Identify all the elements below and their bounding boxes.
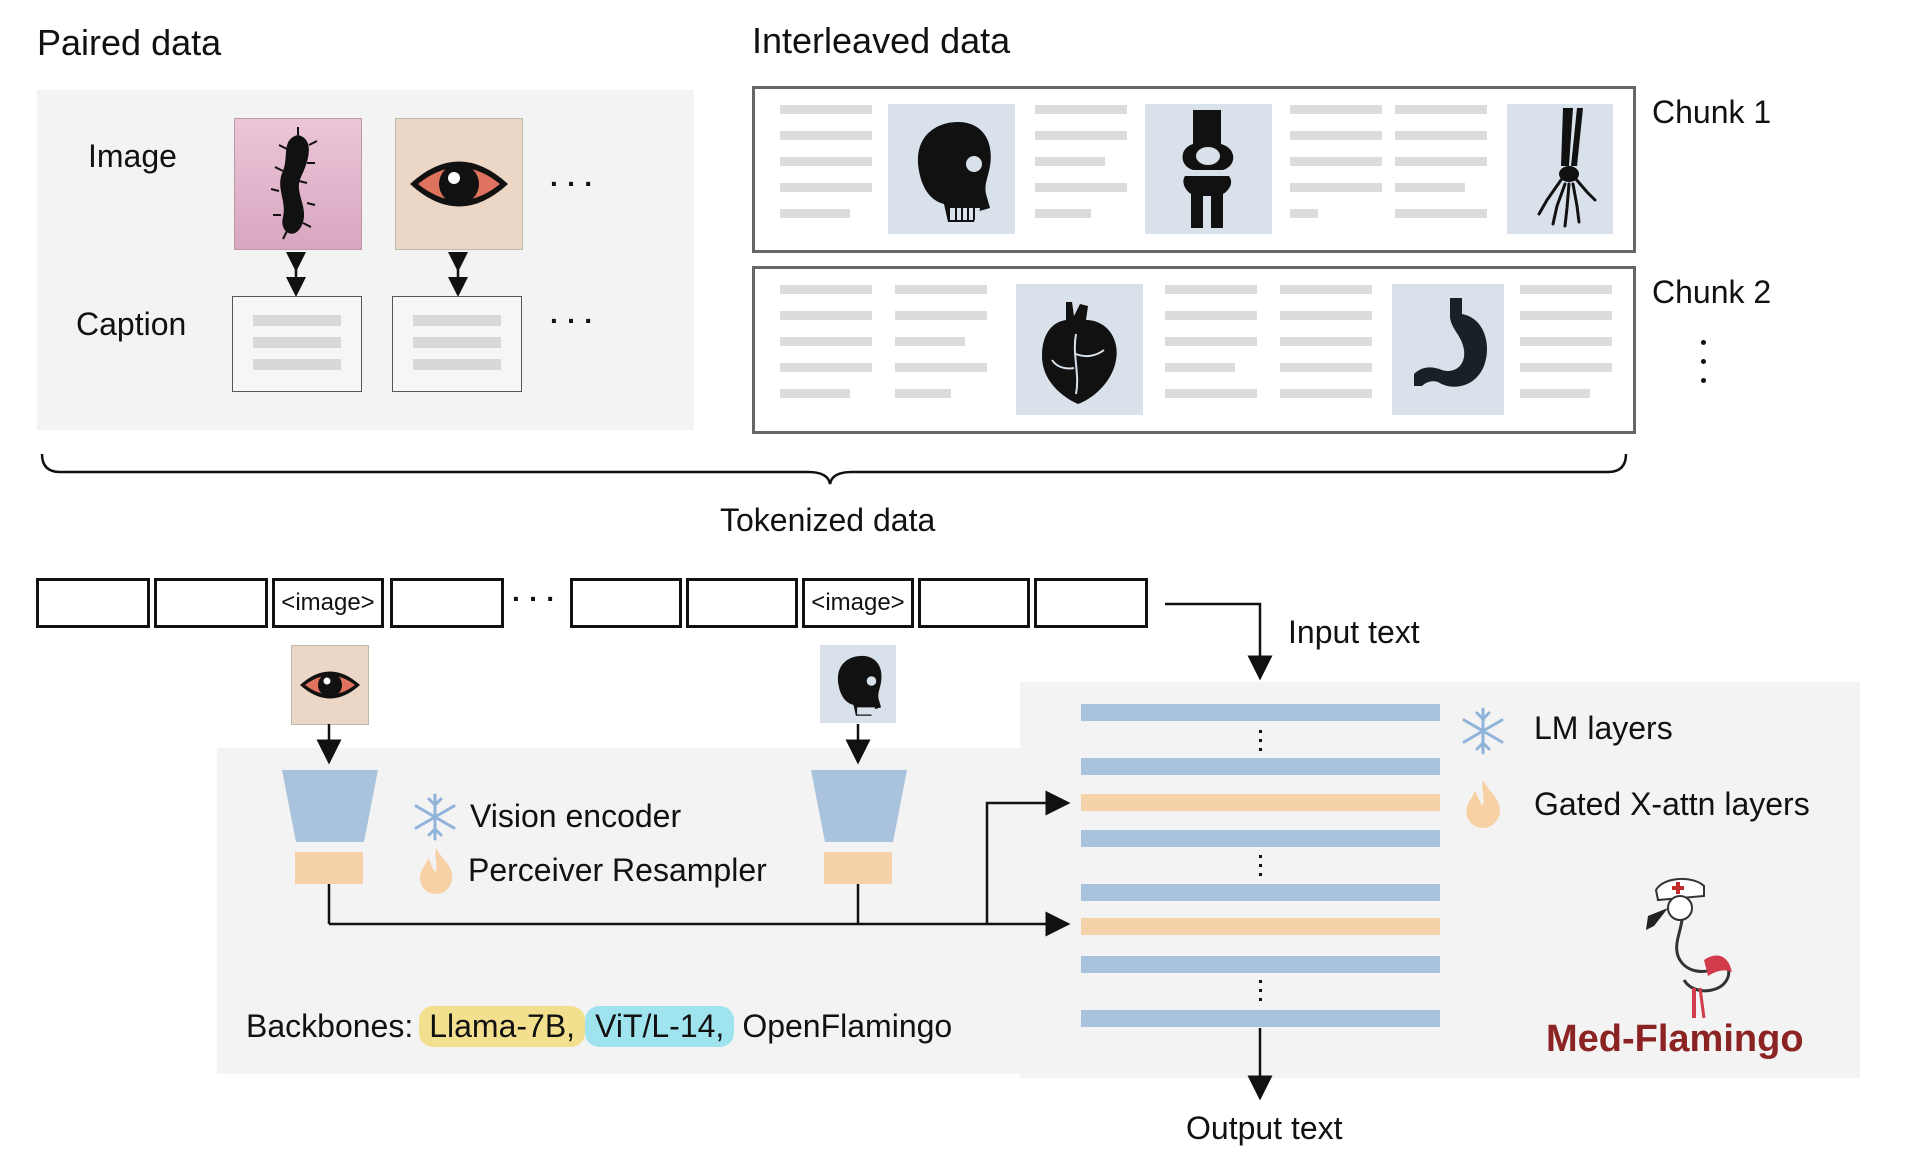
heart-thumb [1016,284,1143,415]
token-6 [686,578,798,628]
vision-encoder-label: Vision encoder [470,798,682,834]
interleaved-data-title: Interleaved data [752,20,1011,61]
image-row-label: Image [88,138,177,174]
chunk-1-box [752,86,1636,253]
lm-layer-4 [1081,884,1440,901]
chunk-vertical-ellipsis [1701,340,1706,397]
caption-box-1 [232,296,362,392]
chunk-2-label: Chunk 2 [1652,274,1772,310]
layer-ellipsis-2 [1259,855,1262,876]
skull-thumb [888,104,1015,234]
caption-row-label: Caption [76,306,187,342]
tokenized-data-label: Tokenized data [720,502,936,538]
eye-icon [300,671,360,699]
token-8 [918,578,1030,628]
skull-icon [837,655,882,716]
paired-caption-ellipsis: · · · [550,305,594,336]
lm-layer-6 [1081,1010,1440,1027]
image-token-2: <image> [802,578,914,628]
lm-layer-2 [1081,758,1440,775]
knee-thumb [1145,104,1272,234]
paired-image-ellipsis: · · · [550,168,594,199]
token-ellipsis: · · · [512,583,556,614]
xattn-layer-2 [1081,918,1440,935]
eye-image [395,118,523,250]
token-9 [1034,578,1148,628]
input-text-label: Input text [1288,614,1420,650]
layer-ellipsis-1 [1259,730,1262,751]
caption-box-2 [392,296,522,392]
token-1 [36,578,150,628]
perceiver-resampler-1 [295,852,363,884]
eye-icon [410,161,508,207]
flame-icon [1466,780,1500,828]
backbones-line: Backbones: Llama-7B, ViT/L-14, OpenFlami… [246,1006,952,1047]
knee-icon [1182,110,1234,228]
perceiver-label: Perceiver Resampler [468,852,767,888]
backbones-prefix: Backbones: [246,1008,414,1044]
snowflake-icon [414,793,456,841]
vision-encoder-1 [282,770,378,842]
layer-ellipsis-3 [1259,980,1262,1001]
lm-layer-3 [1081,830,1440,847]
lm-layers-label: LM layers [1534,710,1673,746]
chunk-1-label: Chunk 1 [1652,94,1772,130]
paired-data-panel [37,90,694,430]
image-token-1: <image> [272,578,384,628]
paired-data-title: Paired data [37,22,222,63]
chunk-2-box [752,266,1636,434]
bacteria-icon [270,127,318,240]
brand-name: Med-Flamingo [1546,1018,1804,1060]
token-2 [154,578,268,628]
hand-thumb [1507,104,1613,234]
token-5 [570,578,682,628]
hand-xray-icon [1537,108,1597,228]
llama-badge: Llama-7B, [419,1006,586,1047]
pair-arrows [286,252,468,297]
lm-layer-1 [1081,704,1440,721]
perceiver-resampler-2 [824,852,892,884]
flamingo-nurse-icon [1646,878,1732,1019]
output-text-label: Output text [1186,1110,1343,1146]
vision-encoder-2 [811,770,907,842]
lm-layer-5 [1081,956,1440,973]
bacteria-image [234,118,362,250]
openflamingo-label: OpenFlamingo [742,1008,953,1044]
tokenized-brace [40,453,1628,485]
stomach-icon [1414,298,1488,387]
vit-badge: ViT/L-14, [585,1006,735,1047]
token-4 [390,578,504,628]
stomach-thumb [1392,284,1504,415]
gated-xattn-label: Gated X-attn layers [1534,786,1810,822]
skull-small-image [820,645,896,723]
skull-icon [917,122,991,222]
snowflake-icon [1462,707,1504,755]
heart-icon [1042,302,1117,404]
flame-icon [420,848,453,894]
xattn-layer-1 [1081,794,1440,811]
